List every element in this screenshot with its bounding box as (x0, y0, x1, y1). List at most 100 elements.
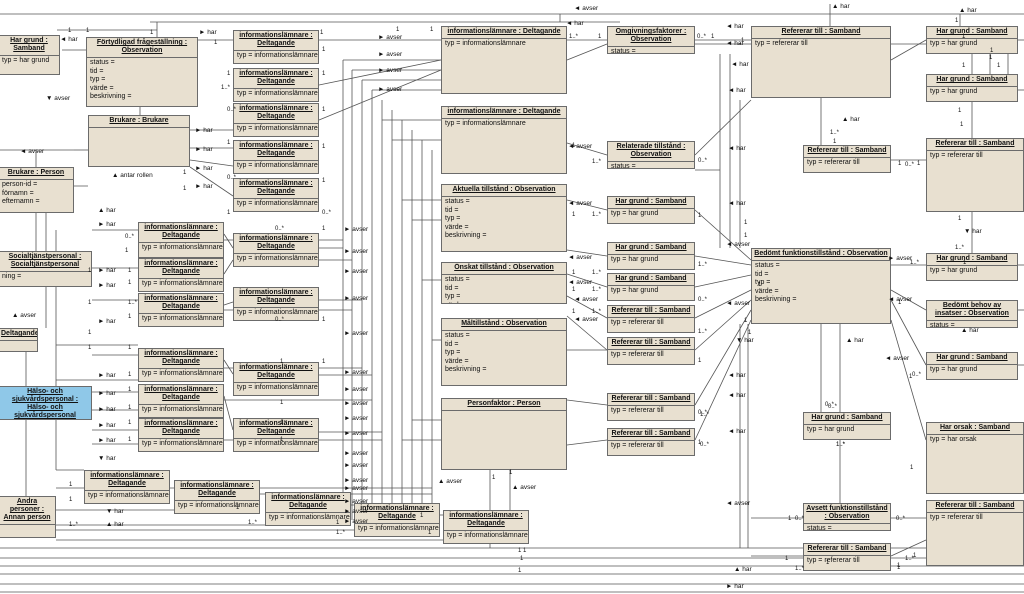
attribute-line: tid = (755, 270, 769, 278)
object-title: Refererar till : Samband (608, 394, 694, 406)
uml-object-box[interactable]: Brukare : Brukare (88, 115, 190, 167)
multiplicity-label: 1 (897, 565, 901, 571)
attribute-line: status = (445, 276, 470, 283)
uml-object-box-selected[interactable]: Hälso- och sjukvårdspersonal : Hälso- oc… (0, 386, 92, 420)
multiplicity-label: 1 (280, 420, 284, 426)
multiplicity-label: 1 (88, 300, 92, 306)
association-line (223, 395, 234, 431)
association-label: ▲ har (106, 521, 124, 528)
uml-object-box[interactable]: Förtydligad frågeställning : Observation… (86, 37, 198, 107)
multiplicity-label: 0..* (912, 372, 922, 378)
object-title: Refererar till : Samband (608, 338, 694, 350)
uml-object-box[interactable]: Socialtjänstpersonal : Socialtjänstperso… (0, 251, 92, 287)
attribute-line: status = (90, 59, 115, 66)
multiplicity-label: 1 (741, 38, 745, 44)
object-title: Har grund : Samband (927, 353, 1017, 365)
object-title: informationslämnare : Deltagande (139, 385, 223, 405)
multiplicity-label: 1..* (592, 159, 602, 165)
association-label: ◄ avser (568, 254, 593, 261)
object-attributes: typ = refererar till (927, 151, 1023, 162)
object-title: informationslämnare : Deltagande (175, 481, 259, 501)
object-attributes: status =tid =typ =värde =beskrivning = (442, 331, 566, 376)
object-attributes: typ = har grund (0, 56, 59, 67)
attribute-line: typ = har grund (611, 256, 659, 263)
multiplicity-label: 1..* (836, 442, 846, 448)
object-attributes: typ = har grund (804, 425, 890, 436)
association-label: ► avser (344, 248, 369, 255)
object-attributes: status =tid =typ =värde =beskrivning = (442, 197, 566, 242)
attribute-line: typ = har grund (930, 267, 978, 274)
object-attributes: typ = informationslämnare (234, 254, 318, 265)
uml-object-box[interactable]: Andra personer : Annan person (0, 496, 56, 538)
multiplicity-label: 1 (909, 374, 913, 380)
association-line (890, 319, 927, 441)
uml-object-box[interactable]: Personfaktor : Person (441, 398, 567, 470)
object-title: Bedömt behov av insatser : Observation (927, 301, 1017, 321)
attribute-line: typ = (90, 76, 106, 84)
multiplicity-label: 1 (989, 55, 993, 61)
uml-object-box[interactable]: Deltagande (0, 328, 38, 352)
association-label: ► har (726, 583, 744, 590)
association-line (566, 43, 608, 61)
association-label: ◄ har (728, 392, 746, 399)
object-title: Refererar till : Samband (927, 501, 1023, 513)
multiplicity-label: 0..* (322, 210, 332, 216)
multiplicity-label: 1 (128, 420, 132, 426)
association-label: ▼ har (106, 508, 124, 515)
multiplicity-label: 0..* (828, 404, 838, 410)
multiplicity-label: 1 (492, 475, 496, 481)
multiplicity-label: 0..* (275, 317, 285, 323)
association-label: ◄ avser (568, 143, 593, 150)
